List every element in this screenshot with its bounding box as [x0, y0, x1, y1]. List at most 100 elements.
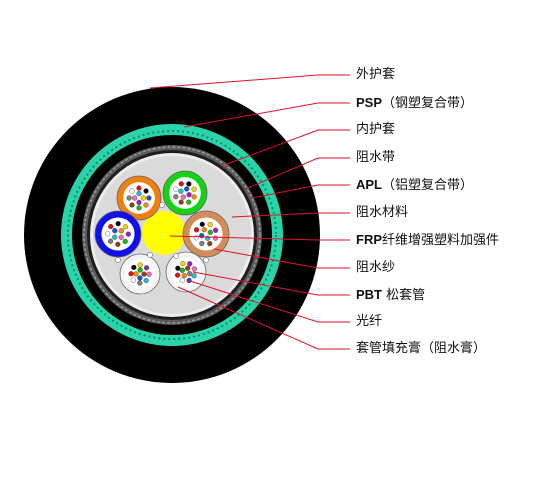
optical-fiber	[118, 234, 124, 240]
optical-fiber	[122, 238, 128, 245]
optical-fiber	[185, 265, 191, 271]
optical-fiber	[178, 181, 184, 187]
label-text: 外护套	[356, 67, 396, 82]
optical-fiber	[141, 271, 147, 277]
label-pbt: PBT 松套管	[356, 287, 425, 304]
optical-fiber	[199, 221, 205, 227]
label-text: 套管填充膏（阻水膏）	[356, 341, 487, 356]
optical-fiber	[143, 265, 150, 271]
water-block-yarn	[159, 202, 165, 208]
optical-fiber	[186, 181, 192, 187]
optical-fiber	[179, 277, 185, 283]
optical-fiber	[187, 261, 193, 267]
label-fiber: 光纤	[356, 314, 382, 330]
optical-fiber	[107, 238, 114, 244]
water-block-yarn	[173, 253, 179, 259]
optical-fiber	[193, 235, 199, 241]
optical-fiber	[207, 229, 213, 235]
label-text: 阻水材料	[356, 205, 409, 220]
optical-fiber	[191, 266, 198, 272]
optical-fiber	[136, 191, 142, 197]
optical-fiber	[207, 221, 213, 228]
label-tube-filler: 套管填充膏（阻水膏）	[356, 341, 486, 357]
optical-fiber	[129, 188, 135, 194]
optical-fiber	[173, 194, 179, 200]
water-block-yarn	[203, 257, 209, 263]
optical-fiber	[136, 185, 142, 191]
leader-line-outer-sheath	[149, 74, 350, 89]
optical-fiber	[126, 195, 132, 201]
label-text: （铝塑复合带）	[382, 178, 474, 193]
optical-fiber	[115, 241, 121, 247]
water-block-yarn	[115, 257, 121, 263]
optical-fiber	[136, 199, 142, 206]
label-text: 阻水带	[356, 150, 396, 165]
optical-fiber	[178, 199, 184, 205]
optical-fiber	[137, 275, 143, 281]
optical-fiber	[179, 267, 185, 273]
pbt-tube-blue	[94, 210, 142, 258]
optical-fiber	[137, 280, 143, 286]
optical-fiber	[193, 227, 200, 233]
pbt-tube-orange	[116, 175, 162, 221]
label-text: 光纤	[356, 314, 383, 329]
optical-fiber	[146, 271, 152, 277]
leader-line-pbt	[192, 271, 350, 296]
optical-fiber	[131, 264, 137, 271]
optical-fiber	[173, 186, 179, 192]
optical-fiber	[174, 272, 181, 278]
label-text: 纤维增强塑料加强件	[382, 233, 500, 248]
label-inner-sheath: 内护套	[356, 122, 395, 138]
leader-line-fiber	[186, 279, 350, 323]
optical-fiber	[186, 192, 192, 198]
leader-line-inner-sheath	[221, 129, 350, 167]
label-text: 松套管	[382, 288, 426, 303]
optical-fiber	[186, 199, 192, 205]
optical-fiber	[180, 194, 186, 200]
label-prefix: FRP	[356, 232, 382, 247]
optical-fiber	[112, 234, 118, 240]
optical-fiber	[125, 231, 131, 237]
optical-fiber	[137, 262, 143, 268]
label-psp: PSP（钢塑复合带）	[356, 95, 473, 112]
optical-fiber	[212, 235, 219, 241]
label-outer-sheath: 外护套	[356, 67, 395, 83]
optical-fiber	[122, 224, 129, 230]
pbt-tube-white-1	[119, 253, 161, 295]
label-prefix: PSP	[356, 95, 383, 110]
leader-line-frp	[169, 235, 350, 241]
optical-fiber	[187, 271, 193, 277]
optical-fiber	[191, 194, 197, 200]
optical-fiber	[118, 228, 124, 234]
optical-fiber	[133, 271, 139, 277]
water-block-yarn	[147, 252, 153, 258]
optical-fiber	[199, 240, 205, 247]
optical-fiber	[143, 188, 149, 194]
optical-fiber	[201, 227, 207, 233]
optical-fiber	[207, 241, 213, 247]
optical-fiber	[178, 188, 184, 194]
optical-fiber	[184, 186, 190, 192]
optical-fiber	[191, 186, 197, 192]
optical-fiber	[143, 277, 149, 284]
frp-strength-member	[142, 211, 186, 255]
label-water-block-tape: 阻水带	[356, 150, 395, 166]
leader-line-tube-filler	[177, 286, 350, 350]
pbt-tube-white-2	[165, 251, 207, 293]
label-prefix: APL	[356, 177, 382, 192]
optical-fiber	[112, 228, 118, 234]
pbt-tube-green	[162, 170, 208, 216]
leader-line-water-block-material	[231, 212, 350, 218]
leader-line-water-block-yarn	[213, 248, 350, 269]
label-frp: FRP纤维增强塑料加强件	[356, 232, 499, 249]
label-text: （钢塑复合带）	[382, 96, 474, 111]
leader-line-water-block-tape	[247, 157, 350, 189]
optical-fiber	[146, 195, 152, 201]
label-water-block-yarn: 阻水纱	[356, 260, 395, 276]
optical-fiber	[108, 223, 114, 230]
optical-fiber	[136, 205, 142, 211]
label-water-block-material: 阻水材料	[356, 205, 408, 221]
leader-line-psp	[183, 102, 350, 128]
optical-fiber	[175, 265, 181, 271]
